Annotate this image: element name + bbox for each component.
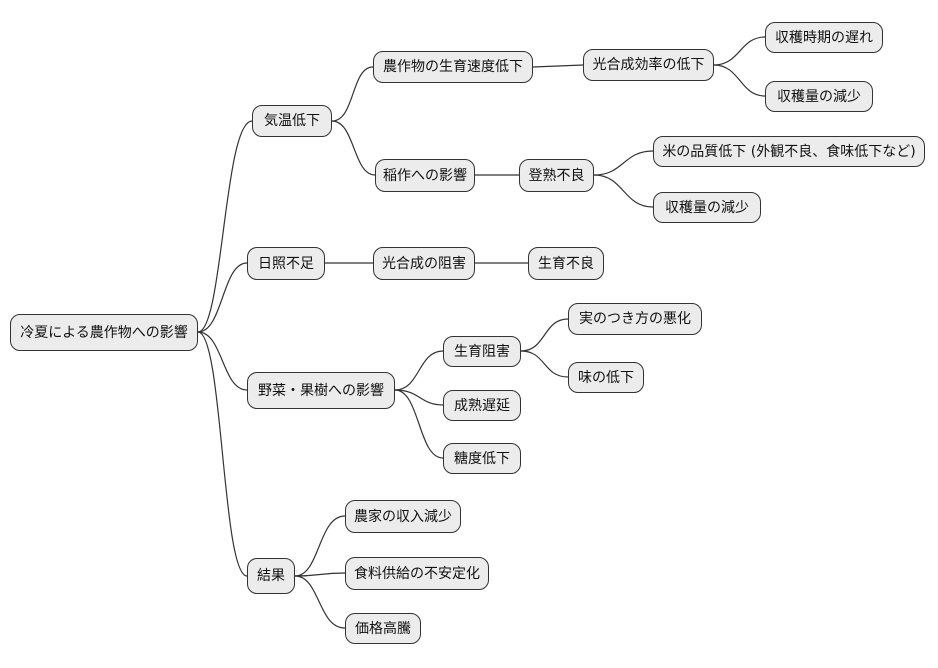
edge-veg-fruit-impact-sugar-content-drop [394,389,444,459]
node-harvest-decrease-1: 収穫量の減少 [765,81,873,112]
node-ripening-failure: 登熟不良 [519,159,594,192]
node-rice-quality-drop: 米の品質低下 (外観不良、食味低下など) [653,136,925,167]
node-harvest-time-delay: 収穫時期の遅れ [765,22,883,53]
node-result: 結果 [247,558,295,594]
edge-root-sunshine-lack [197,262,248,333]
edge-root-veg-fruit-impact [197,331,248,391]
node-photosynthesis-inhibition: 光合成の阻害 [373,247,475,280]
edge-growth-inhibition-fruit-set-worsening [520,318,569,352]
edge-root-result [197,331,248,577]
node-rice-impact: 稲作への影響 [375,159,475,192]
edge-ripening-failure-harvest-decrease-2 [593,174,654,208]
edge-temp-drop-growth-speed-drop [331,66,374,122]
edge-temp-drop-rice-impact [331,120,376,176]
edge-result-farmer-income-decrease [294,515,346,577]
node-temp-drop: 気温低下 [252,105,332,137]
edge-result-price-surge [294,575,346,629]
edge-growth-inhibition-taste-decline [520,350,569,378]
node-harvest-decrease-2: 収穫量の減少 [653,192,761,223]
edge-photo-efficiency-drop-harvest-time-delay [713,36,766,66]
node-growth-speed-drop: 農作物の生育速度低下 [373,51,533,83]
node-sugar-content-drop: 糖度低下 [443,443,521,474]
node-growth-failure: 生育不良 [528,247,604,280]
edge-ripening-failure-rice-quality-drop [593,150,654,176]
edge-root-temp-drop [197,120,253,333]
edge-photo-efficiency-drop-harvest-decrease-1 [713,64,766,97]
node-photo-efficiency-drop: 光合成効率の低下 [583,49,714,81]
node-sunshine-lack: 日照不足 [247,247,325,280]
node-price-surge: 価格高騰 [345,613,421,644]
node-fruit-set-worsening: 実のつき方の悪化 [568,303,702,335]
edge-result-food-supply-instability [294,572,346,577]
node-farmer-income-decrease: 農家の収入減少 [345,500,461,533]
node-root: 冷夏による農作物への影響 [10,314,198,351]
edge-veg-fruit-impact-maturity-delay [394,389,444,406]
edge-growth-speed-drop-photo-efficiency-drop [532,64,584,68]
node-taste-decline: 味の低下 [568,362,644,393]
node-growth-inhibition: 生育阻害 [443,336,521,367]
edge-veg-fruit-impact-growth-inhibition [394,350,444,391]
node-food-supply-instability: 食料供給の不安定化 [345,557,489,590]
node-maturity-delay: 成熟遅延 [443,390,521,421]
node-veg-fruit-impact: 野菜・果樹への影響 [247,372,395,409]
